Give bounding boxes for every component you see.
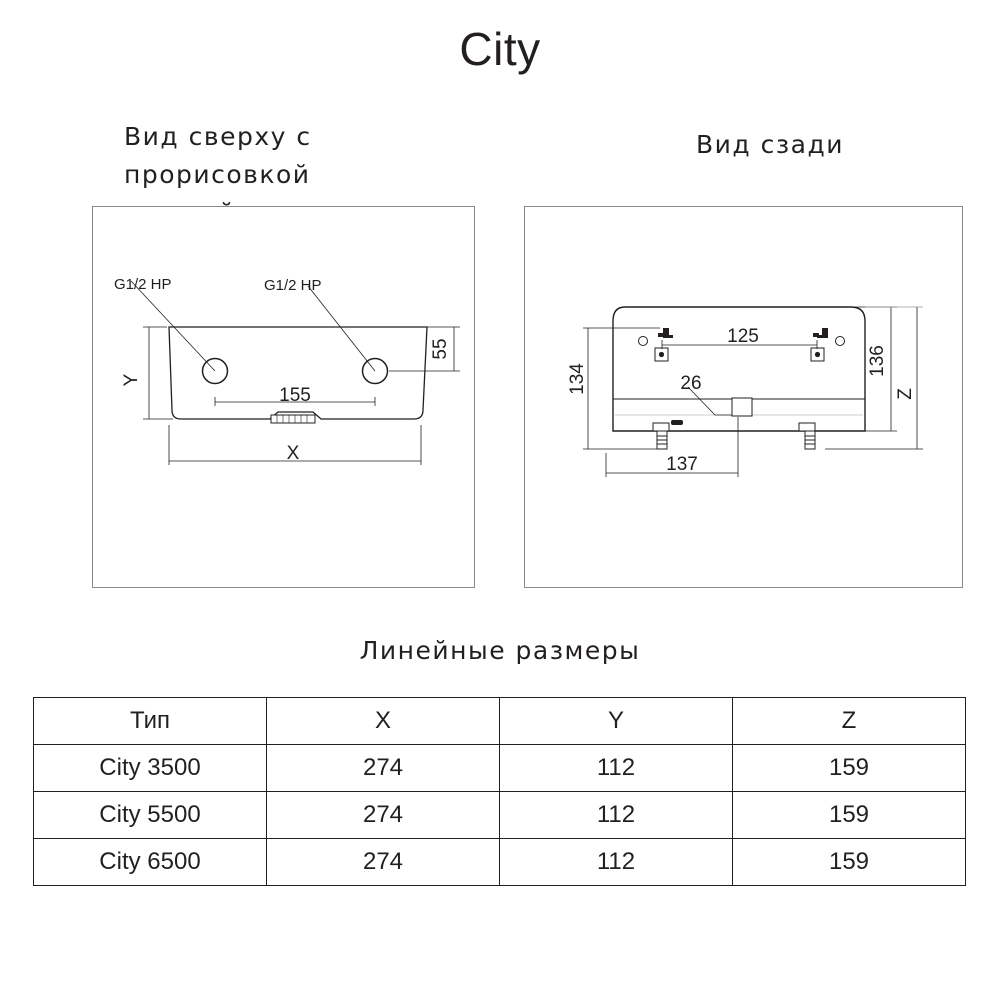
- table-cell: 159: [732, 744, 966, 792]
- back-view-mount-spacing-label: 125: [727, 326, 759, 347]
- top-view-drawing: G1/2 НР G1/2 НР 155 55 Y X: [114, 276, 460, 465]
- back-view-mount-left: [638, 328, 673, 362]
- top-view-dimension-lines: [130, 280, 460, 465]
- table-cell: City 5500: [33, 791, 267, 839]
- table-row: City 3500 274 112 159: [33, 744, 966, 792]
- top-view-connector-ticks: [276, 415, 308, 423]
- table-cell: City 6500: [33, 838, 267, 886]
- back-view-drawing: 125 134 136 Z 26 137: [567, 306, 923, 477]
- table-cell: 112: [499, 744, 733, 792]
- back-view-total-height-label: 134: [567, 363, 588, 395]
- top-view-port-left: [201, 357, 229, 385]
- top-view-port-right-label: G1/2 НР: [264, 277, 322, 294]
- page-title: City: [459, 23, 541, 75]
- back-view-height-label: Z: [895, 388, 916, 400]
- back-view-port-from-edge-label: 137: [666, 454, 698, 475]
- table-cell: 159: [732, 791, 966, 839]
- table-cell: 274: [266, 838, 500, 886]
- table-cell: 274: [266, 791, 500, 839]
- top-view-port-offset-label: 55: [430, 338, 451, 359]
- top-view-heater-outline: [168, 326, 428, 420]
- back-view-mount-right: [810, 328, 845, 362]
- top-view-port-right: [361, 357, 389, 385]
- table-header-row: Тип X Y Z: [33, 697, 966, 745]
- top-view-width-label: X: [287, 443, 300, 464]
- top-view-caption-line1: Вид сверху с прорисовкой: [124, 122, 312, 189]
- back-view-pipe-right: [798, 422, 816, 450]
- table-caption: Линейные размеры: [359, 636, 641, 665]
- back-view-caption: Вид сзади: [696, 130, 845, 159]
- table-cell: 112: [499, 791, 733, 839]
- table-cell: 112: [499, 838, 733, 886]
- back-view-indicator: [671, 420, 683, 425]
- table-cell: City 3500: [33, 744, 267, 792]
- back-view-port-offset-label: 26: [680, 373, 701, 394]
- top-view-panel: G1/2 НР G1/2 НР 155 55 Y X: [92, 206, 475, 588]
- table-header-cell: X: [266, 697, 500, 745]
- top-view-depth-label: Y: [121, 373, 142, 386]
- top-view-connector: [270, 414, 316, 424]
- top-view-port-spacing-label: 155: [279, 385, 311, 406]
- back-view-mount-height-label: 136: [867, 345, 888, 377]
- table-header-cell: Z: [732, 697, 966, 745]
- dimensions-table: Тип X Y Z City 3500 274 112 159 City 550…: [33, 697, 966, 886]
- back-view-dimension-lines: [583, 306, 923, 477]
- table-cell: 274: [266, 744, 500, 792]
- top-view-port-left-label: G1/2 НР: [114, 276, 172, 293]
- table-row: City 5500 274 112 159: [33, 791, 966, 839]
- back-view-pipe-left: [652, 422, 670, 450]
- table-header-cell: Y: [499, 697, 733, 745]
- back-view-panel: 125 134 136 Z 26 137: [524, 206, 963, 588]
- table-cell: 159: [732, 838, 966, 886]
- table-header-cell: Тип: [33, 697, 267, 745]
- table-row: City 6500 274 112 159: [33, 838, 966, 886]
- back-view-cable-entry: [731, 397, 753, 417]
